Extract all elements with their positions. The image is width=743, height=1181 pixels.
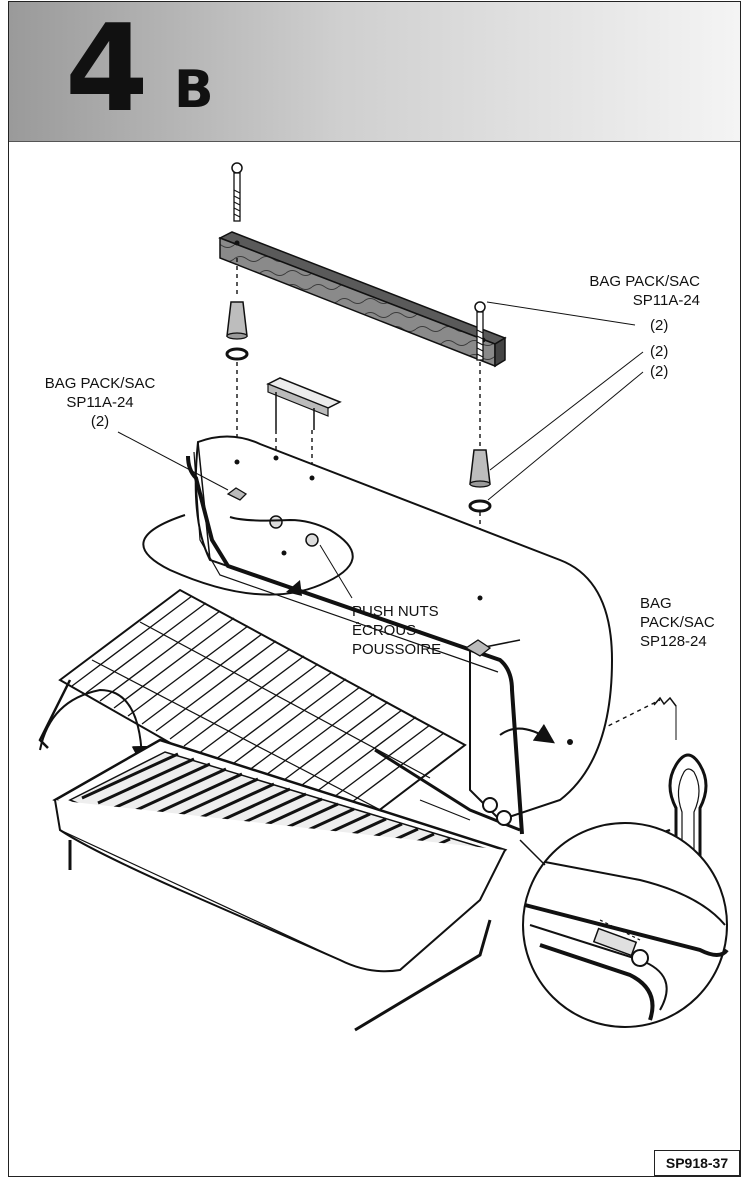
bolt-right xyxy=(474,301,486,361)
part-code: SP918-37 xyxy=(654,1150,740,1176)
grill-base xyxy=(52,738,521,1032)
callout-top-right: BAG PACK/SAC SP11A-24 xyxy=(560,272,700,310)
callout-left-line1: BAG PACK/SAC xyxy=(44,375,156,392)
spacer-cone-right xyxy=(469,449,491,488)
qty-cone: (2) xyxy=(650,343,669,360)
callout-clip-line2: PACK/SAC xyxy=(640,614,715,631)
callout-left-qty: (2) xyxy=(90,413,110,430)
callout-push-nuts-line2: ÉCROUS- xyxy=(352,622,422,639)
callout-push-nuts: PUSH NUTS ÉCROUS- POUSSOIRE xyxy=(352,602,441,659)
step-number: 4 xyxy=(65,0,148,139)
rotate-arrow xyxy=(142,514,354,596)
washer-right xyxy=(468,499,492,513)
callout-push-nuts-line3: POUSSOIRE xyxy=(352,641,442,658)
callout-left: BAG PACK/SAC SP11A-24 (2) xyxy=(30,374,170,431)
callout-clip-line3: SP128-24 xyxy=(640,633,707,650)
hairpin-clip xyxy=(653,696,708,860)
callout-push-nuts-line1: PUSH NUTS xyxy=(352,603,439,620)
rotate-arrowhead xyxy=(286,580,302,596)
step-header: 4 B xyxy=(9,2,740,142)
step-letter: B xyxy=(174,60,214,120)
callout-clip-line1: BAG xyxy=(640,595,672,612)
cooking-grate xyxy=(38,588,467,887)
name-plate xyxy=(266,377,342,430)
leader-lines xyxy=(117,301,677,740)
qty-washer: (2) xyxy=(650,363,669,380)
callout-top-right-line1: BAG PACK/SAC xyxy=(589,273,700,290)
grill-lid xyxy=(186,435,614,835)
washer-left xyxy=(225,347,249,361)
callout-top-right-line2: SP11A-24 xyxy=(632,292,700,309)
wood-handle xyxy=(218,231,507,368)
hinge-arrow xyxy=(499,723,555,744)
qty-bolt: (2) xyxy=(650,317,669,334)
callout-left-line2: SP11A-24 xyxy=(66,394,134,411)
instruction-page: 4 B SP918-37 xyxy=(8,1,741,1177)
detail-magnifier xyxy=(519,822,729,1028)
callout-clip: BAG PACK/SAC SP128-24 xyxy=(640,594,715,651)
spacer-cone-left xyxy=(226,301,248,340)
grate-arrow-left xyxy=(39,688,152,766)
bolt-left xyxy=(231,162,243,222)
